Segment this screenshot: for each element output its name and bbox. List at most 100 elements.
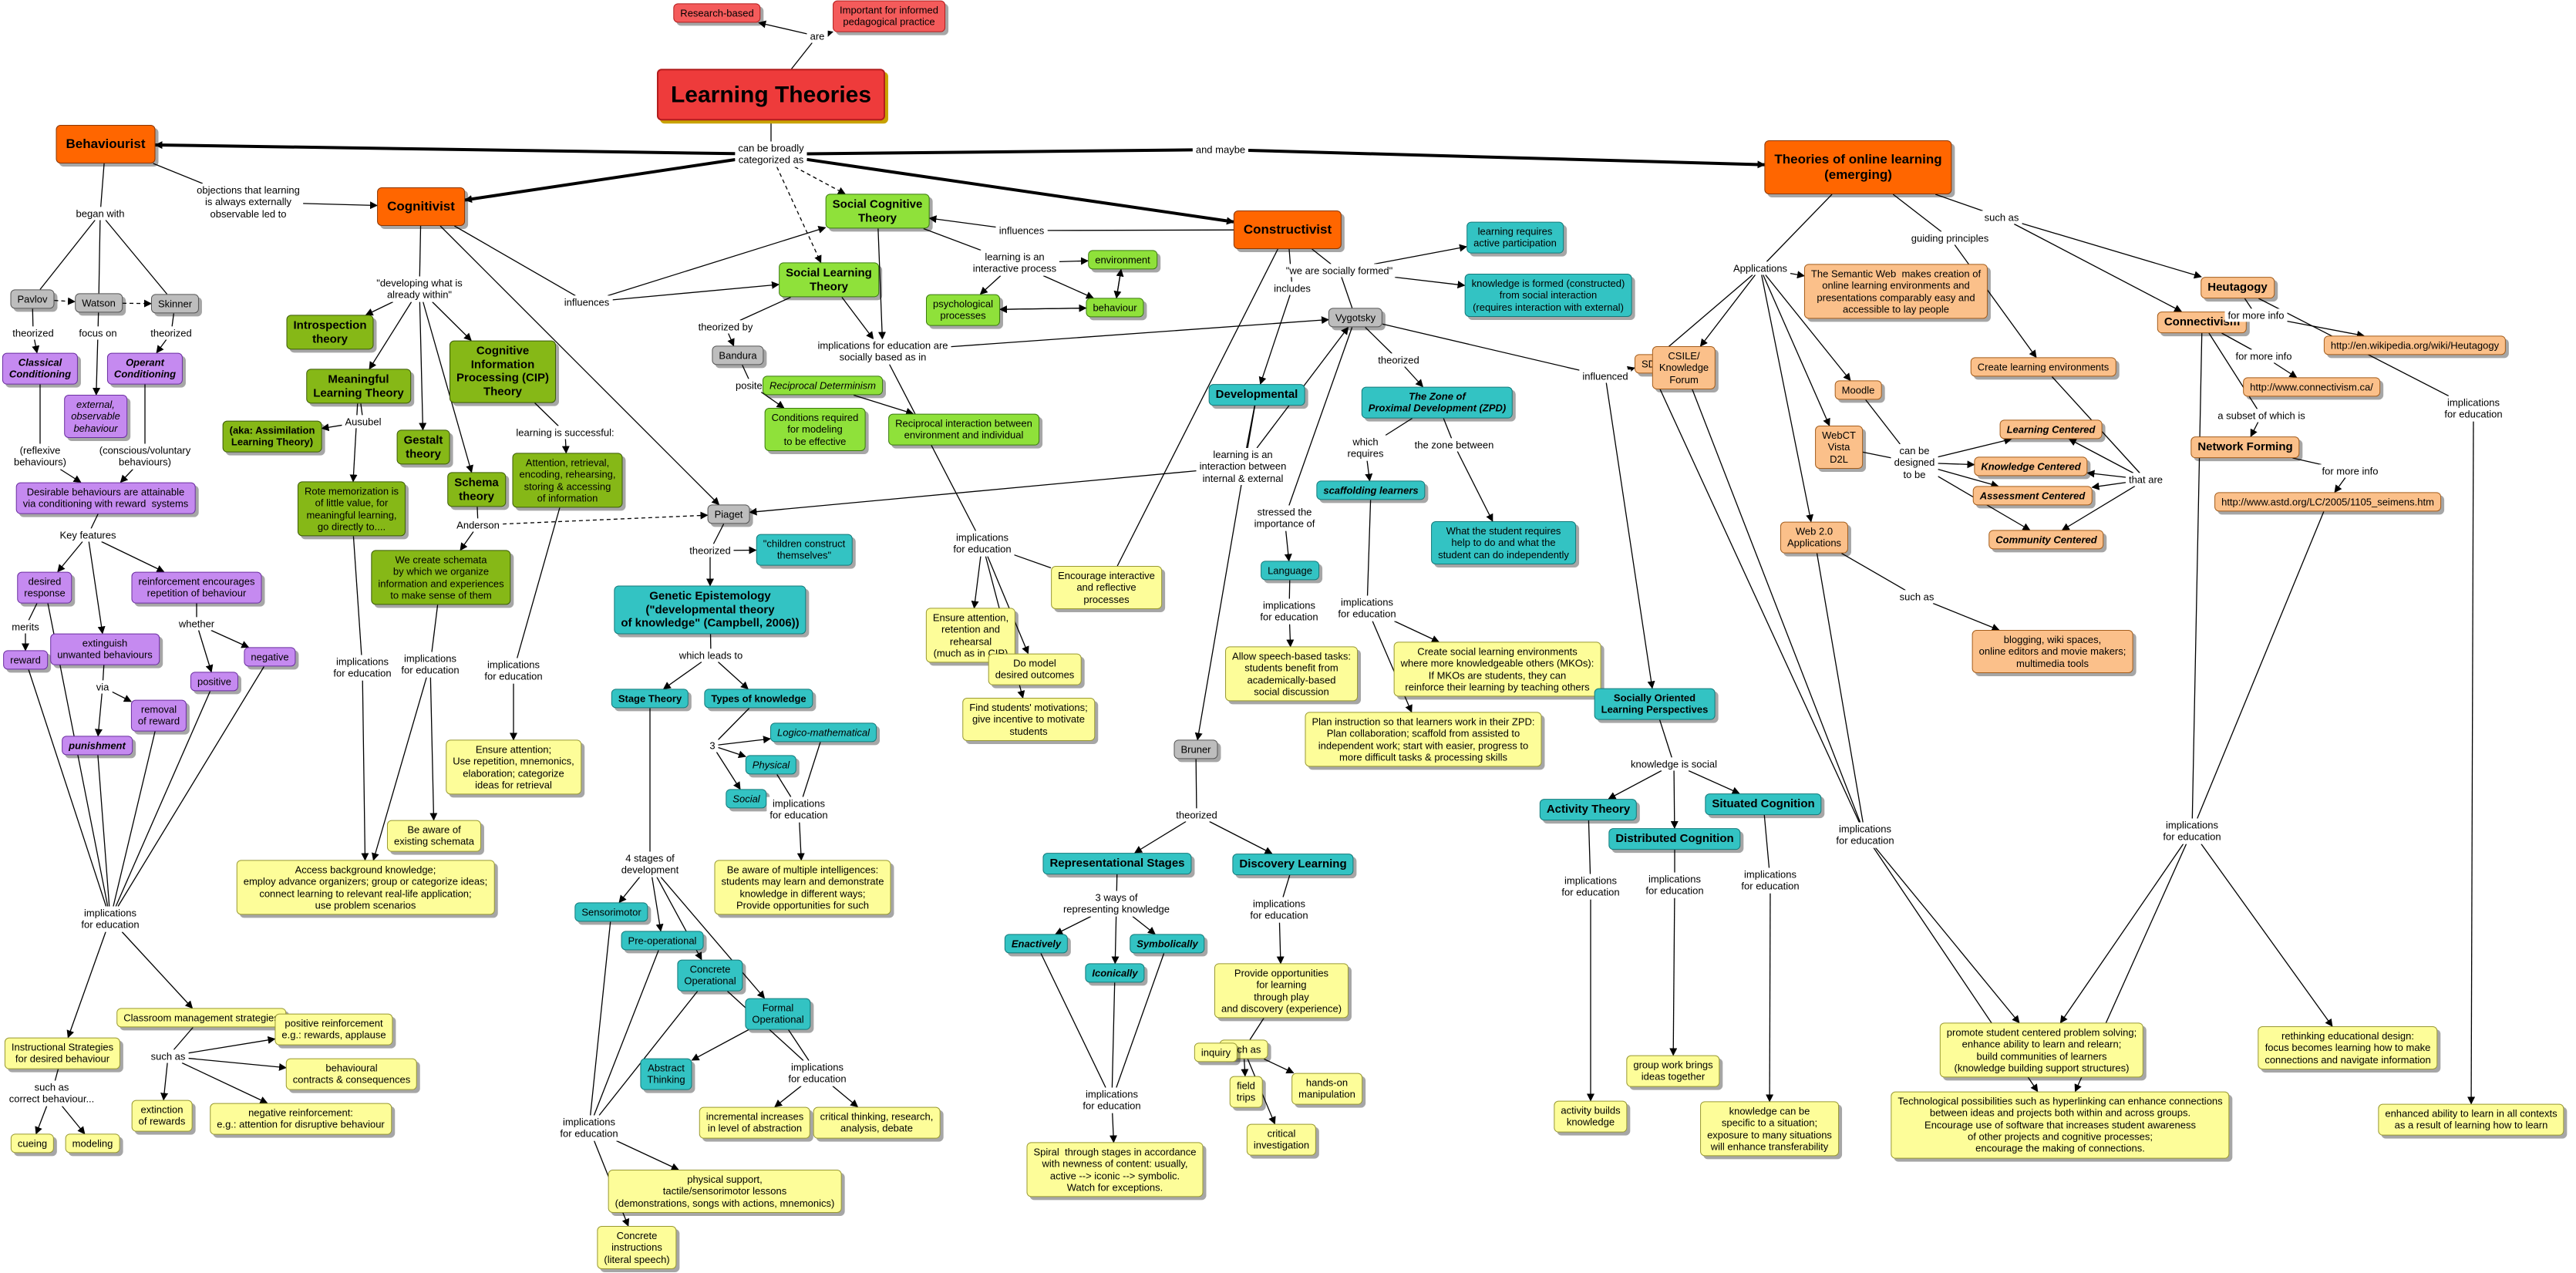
- node-schema[interactable]: Schema theory: [447, 472, 506, 507]
- node-knowledgespecific[interactable]: knowledge can be specific to a situation…: [1700, 1101, 1839, 1157]
- node-networkforming[interactable]: Network Forming: [2190, 436, 2300, 458]
- node-enactively[interactable]: Enactively: [1004, 934, 1069, 954]
- node-technological[interactable]: Technological possibilities such as hype…: [1891, 1091, 2230, 1159]
- node-zpd[interactable]: The Zone of Proximal Development (ZPD): [1361, 386, 1514, 419]
- node-research[interactable]: Research-based: [673, 3, 761, 23]
- node-extinction[interactable]: extinction of rewards: [131, 1100, 193, 1132]
- node-activitybuilds[interactable]: activity builds knowledge: [1554, 1100, 1628, 1133]
- node-recipinteract[interactable]: Reciprocal interaction between environme…: [888, 413, 1039, 446]
- node-wecreate[interactable]: We create schemata by which we organize …: [371, 550, 511, 605]
- node-promote[interactable]: promote student centered problem solving…: [1939, 1022, 2144, 1078]
- node-cognitivist[interactable]: Cognitivist: [377, 187, 465, 227]
- node-title[interactable]: Learning Theories: [656, 69, 886, 121]
- node-environment[interactable]: environment: [1088, 250, 1157, 270]
- node-blogging[interactable]: blogging, wiki spaces, online editors an…: [1972, 630, 2133, 673]
- node-url-heut[interactable]: http://en.wikipedia.org/wiki/Heutagogy: [2323, 335, 2507, 355]
- node-createsocial[interactable]: Create social learning environments wher…: [1393, 642, 1601, 697]
- node-instructional[interactable]: Instructional Strategies for desired beh…: [4, 1037, 121, 1069]
- node-posreinf[interactable]: positive reinforcement e.g.: rewards, ap…: [274, 1013, 393, 1046]
- node-allowspeech[interactable]: Allow speech-based tasks: students benef…: [1225, 646, 1358, 702]
- node-logico[interactable]: Logico-mathematical: [770, 722, 877, 743]
- node-web20[interactable]: Web 2.0 Applications: [1780, 521, 1849, 554]
- node-online[interactable]: Theories of online learning (emerging): [1764, 140, 1952, 195]
- node-desirable[interactable]: Desirable behaviours are attainable via …: [15, 482, 196, 514]
- node-multiple[interactable]: Be aware of multiple intelligences: stud…: [714, 860, 891, 915]
- node-scaffolding[interactable]: scaffolding learners: [1316, 480, 1426, 500]
- node-genetic[interactable]: Genetic Epistemology ("developmental the…: [614, 585, 806, 635]
- node-extinguish[interactable]: extinguish unwanted behaviours: [50, 633, 160, 665]
- node-gestalt[interactable]: Gestalt theory: [396, 429, 450, 465]
- node-sensorimotor[interactable]: Sensorimotor: [574, 902, 648, 922]
- node-formal[interactable]: Formal Operational: [745, 998, 811, 1030]
- node-assimilation[interactable]: (aka: Assimilation Learning Theory): [222, 420, 322, 453]
- node-access[interactable]: Access background knowledge; employ adva…: [236, 860, 495, 915]
- node-moodle[interactable]: Moodle: [1834, 380, 1882, 400]
- node-physical[interactable]: Physical: [745, 755, 797, 775]
- node-watson[interactable]: Watson: [75, 293, 123, 313]
- node-repstages[interactable]: Representational Stages: [1042, 853, 1192, 874]
- node-classical[interactable]: Classical Conditioning: [2, 352, 79, 385]
- node-createlearn[interactable]: Create learning environments: [1970, 357, 2116, 377]
- node-skinner[interactable]: Skinner: [150, 294, 200, 314]
- node-psych[interactable]: psychological processes: [925, 294, 1001, 326]
- node-distributed[interactable]: Distributed Cognition: [1608, 828, 1741, 850]
- node-groupwork[interactable]: group work brings ideas together: [1626, 1055, 1720, 1087]
- node-conditions[interactable]: Conditions required for modeling to be e…: [764, 408, 866, 451]
- node-beaware[interactable]: Be aware of existing schemata: [386, 820, 482, 852]
- node-ensureattn[interactable]: Ensure attention; Use repetition, mnemon…: [446, 739, 581, 795]
- node-rote[interactable]: Rote memorization is of little value, fo…: [297, 481, 406, 537]
- node-bandura[interactable]: Bandura: [712, 345, 764, 365]
- node-constructivist[interactable]: Constructivist: [1233, 210, 1342, 250]
- node-stage[interactable]: Stage Theory: [611, 689, 689, 709]
- node-url-astd[interactable]: http://www.astd.org/LC/2005/1105_seimens…: [2214, 492, 2441, 512]
- node-spiral[interactable]: Spiral through stages in accordance with…: [1026, 1142, 1204, 1197]
- node-classroom[interactable]: Classroom management strategies: [116, 1008, 286, 1028]
- node-sols[interactable]: Socially Oriented Learning Perspectives: [1594, 688, 1716, 720]
- node-desired[interactable]: desired response: [17, 571, 72, 604]
- node-developmental[interactable]: Developmental: [1208, 384, 1305, 406]
- node-activity[interactable]: Activity Theory: [1539, 799, 1638, 820]
- node-enhanced[interactable]: enhanced ability to learn in all context…: [2378, 1103, 2564, 1136]
- node-piaget[interactable]: Piaget: [707, 504, 750, 524]
- node-handson[interactable]: hands-on manipulation: [1291, 1073, 1362, 1105]
- node-heutagogy[interactable]: Heutagogy: [2201, 277, 2275, 298]
- node-negreinf[interactable]: negative reinforcement: e.g.: attention …: [210, 1103, 392, 1135]
- node-operant[interactable]: Operant Conditioning: [106, 352, 184, 385]
- node-behcontracts[interactable]: behavioural contracts & consequences: [285, 1058, 418, 1090]
- node-attention[interactable]: Attention, retrieval, encoding, rehearsi…: [512, 453, 623, 508]
- node-findmot[interactable]: Find students' motivations; give incenti…: [962, 698, 1095, 741]
- node-formed[interactable]: knowledge is formed (constructed) from s…: [1464, 274, 1632, 317]
- node-url-conn[interactable]: http://www.connectivism.ca/: [2243, 377, 2380, 397]
- node-csile[interactable]: CSILE/ Knowledge Forum: [1652, 346, 1716, 389]
- node-types[interactable]: Types of knowledge: [704, 689, 813, 709]
- node-cip[interactable]: Cognitive Information Processing (CIP) T…: [449, 340, 557, 403]
- node-reciprocal[interactable]: Reciprocal Determinism: [763, 376, 883, 396]
- node-socialcog[interactable]: Social Cognitive Theory: [825, 194, 930, 229]
- node-iconically[interactable]: Iconically: [1085, 963, 1145, 983]
- node-important[interactable]: Important for informed pedagogical pract…: [833, 0, 945, 32]
- node-requiresactive[interactable]: learning requires active participation: [1466, 221, 1564, 254]
- node-provide[interactable]: Provide opportunities for learning throu…: [1214, 963, 1349, 1019]
- node-planinstr[interactable]: Plan instruction so that learners work i…: [1305, 712, 1542, 767]
- node-abstract[interactable]: Abstract Thinking: [640, 1058, 692, 1090]
- node-concrete[interactable]: Concrete Operational: [677, 959, 743, 992]
- node-learnercentered[interactable]: Learning Centered: [1999, 419, 2103, 439]
- node-symbolically[interactable]: Symbolically: [1130, 934, 1205, 954]
- node-webct[interactable]: WebCT Vista D2L: [1815, 426, 1863, 469]
- node-domodel[interactable]: Do model desired outcomes: [988, 653, 1082, 685]
- node-external[interactable]: external, observable behaviour: [64, 395, 127, 438]
- node-critical1[interactable]: critical thinking, research, analysis, d…: [813, 1106, 941, 1139]
- node-modeling[interactable]: modeling: [65, 1133, 120, 1153]
- node-social[interactable]: Social: [726, 789, 767, 809]
- node-behaviourist[interactable]: Behaviourist: [56, 124, 156, 164]
- node-assessmentcentered[interactable]: Assessment Centered: [1972, 486, 2093, 506]
- node-discovery[interactable]: Discovery Learning: [1232, 854, 1354, 875]
- node-communitycentered[interactable]: Community Centered: [1988, 530, 2104, 550]
- node-critinv[interactable]: critical investigation: [1246, 1123, 1317, 1156]
- node-punishment[interactable]: punishment: [62, 736, 133, 756]
- node-pavlov[interactable]: Pavlov: [10, 289, 55, 309]
- node-incremental[interactable]: incremental increases in level of abstra…: [699, 1106, 811, 1139]
- node-positive[interactable]: positive: [190, 672, 239, 692]
- node-bruner[interactable]: Bruner: [1174, 739, 1218, 759]
- node-reward[interactable]: reward: [3, 650, 48, 670]
